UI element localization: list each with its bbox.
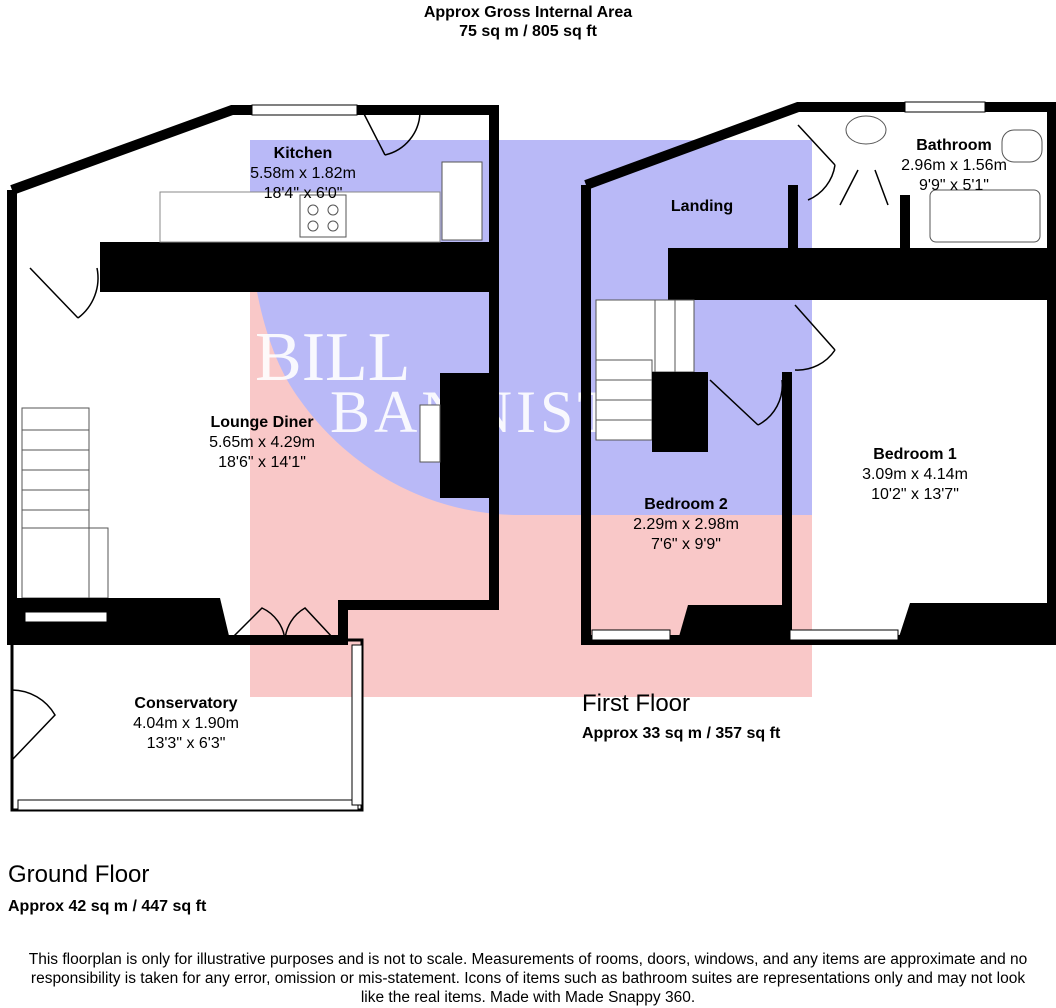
room-name: Conservatory bbox=[134, 695, 238, 712]
room-bedroom-1: Bedroom 1 3.09m x 4.14m 10'2" x 13'7" bbox=[820, 445, 1010, 505]
header-area: 75 sq m / 805 sq ft bbox=[459, 23, 597, 40]
fireplace bbox=[419, 404, 441, 463]
lounge-bottom-window bbox=[24, 611, 108, 623]
room-kitchen: Kitchen 5.58m x 1.82m 18'4" x 6'0" bbox=[208, 144, 398, 204]
bathroom-door-2 bbox=[839, 169, 889, 206]
bathroom-door bbox=[797, 124, 836, 201]
room-metric: 4.04m x 1.90m bbox=[133, 715, 239, 732]
hob-ring bbox=[327, 204, 339, 216]
stairs-ground bbox=[21, 407, 109, 599]
hob-ring bbox=[307, 204, 319, 216]
disclaimer: This floorplan is only for illustrative … bbox=[28, 951, 1028, 1006]
room-landing: Landing bbox=[642, 197, 762, 217]
room-imperial: 13'3" x 6'3" bbox=[146, 735, 226, 752]
chimney-breast bbox=[440, 373, 490, 498]
room-metric: 5.65m x 4.29m bbox=[209, 434, 315, 451]
room-name: Kitchen bbox=[273, 145, 333, 162]
bedroom2-bottom-wall bbox=[678, 605, 782, 640]
toilet-icon bbox=[1001, 129, 1043, 163]
room-imperial: 9'9" x 5'1" bbox=[919, 177, 989, 194]
room-name: Lounge Diner bbox=[210, 414, 314, 431]
room-imperial: 10'2" x 13'7" bbox=[871, 486, 959, 503]
room-conservatory: Conservatory 4.04m x 1.90m 13'3" x 6'3" bbox=[96, 694, 276, 754]
bedroom2-window bbox=[591, 629, 671, 641]
sink-icon bbox=[441, 161, 483, 241]
conservatory-window-right bbox=[351, 644, 363, 806]
ground-floor-name: Ground Floor bbox=[8, 861, 150, 888]
first-floor-name: First Floor bbox=[582, 690, 690, 717]
bath-icon bbox=[929, 189, 1041, 243]
bathroom-divider bbox=[788, 185, 798, 300]
bedroom1-door bbox=[794, 304, 836, 371]
room-name: Bedroom 2 bbox=[644, 496, 728, 513]
stairs-first bbox=[595, 299, 695, 441]
kitchen-window bbox=[251, 104, 358, 116]
stair-wall bbox=[652, 372, 708, 452]
room-metric: 2.29m x 2.98m bbox=[633, 516, 739, 533]
bathroom-window bbox=[904, 101, 986, 113]
room-metric: 5.58m x 1.82m bbox=[250, 165, 356, 182]
room-imperial: 7'6" x 9'9" bbox=[651, 536, 721, 553]
conservatory-window-bottom bbox=[17, 799, 359, 811]
landing-bedroom1-divider bbox=[782, 372, 792, 640]
room-metric: 2.96m x 1.56m bbox=[901, 157, 1007, 174]
room-name: Bathroom bbox=[916, 137, 992, 154]
first-floor-plan bbox=[581, 101, 1056, 645]
ground-floor-plan bbox=[7, 104, 499, 812]
room-name: Bedroom 1 bbox=[873, 446, 957, 463]
bedroom1-bottom-wall bbox=[898, 603, 1052, 640]
hob-icon bbox=[299, 194, 347, 238]
kitchen-lounge-wall bbox=[100, 242, 490, 292]
hob-ring bbox=[327, 220, 339, 232]
first-outer-wall bbox=[581, 102, 1056, 645]
french-doors bbox=[231, 607, 334, 641]
ground-floor-area: Approx 42 sq m / 447 sq ft bbox=[8, 898, 207, 915]
room-name: Landing bbox=[670, 198, 734, 215]
hob-ring bbox=[307, 220, 319, 232]
first-floor-area: Approx 33 sq m / 357 sq ft bbox=[582, 725, 781, 742]
conservatory-door bbox=[11, 689, 56, 761]
kitchen-door bbox=[361, 109, 421, 156]
room-imperial: 18'4" x 6'0" bbox=[263, 185, 343, 202]
bedroom1-window bbox=[789, 629, 899, 641]
lounge-door bbox=[29, 267, 99, 319]
room-bedroom-2: Bedroom 2 2.29m x 2.98m 7'6" x 9'9" bbox=[596, 495, 776, 555]
bathroom-right-wall bbox=[900, 195, 910, 248]
basin-icon bbox=[845, 115, 887, 145]
room-lounge-diner: Lounge Diner 5.65m x 4.29m 18'6" x 14'1" bbox=[172, 413, 352, 473]
landing-bedroom-wall bbox=[668, 248, 1052, 300]
header-title: Approx Gross Internal Area bbox=[423, 4, 633, 21]
watermark-text: BILL bbox=[255, 319, 411, 396]
lounge-bottom-wall bbox=[12, 598, 230, 640]
room-metric: 3.09m x 4.14m bbox=[862, 466, 968, 483]
bedroom2-door bbox=[709, 379, 784, 426]
room-imperial: 18'6" x 14'1" bbox=[218, 454, 306, 471]
room-bathroom: Bathroom 2.96m x 1.56m 9'9" x 5'1" bbox=[876, 136, 1032, 196]
